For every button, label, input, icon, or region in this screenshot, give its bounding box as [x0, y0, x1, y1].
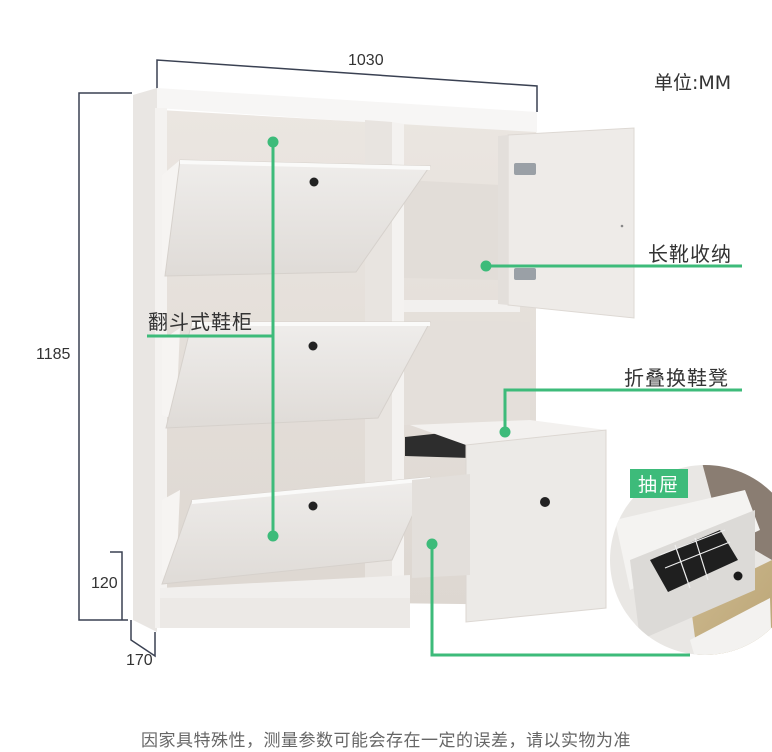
base-height-dimension-line	[110, 551, 123, 620]
callout-dots	[267, 136, 511, 550]
flip-drawer-middle	[162, 321, 431, 429]
depth-dimension: 170	[126, 652, 153, 669]
base-height-dimension: 120	[91, 575, 118, 592]
height-dimension: 1185	[36, 346, 71, 363]
height-dimension-line	[78, 92, 132, 621]
callout-lines	[147, 141, 742, 657]
folding-stool	[405, 420, 607, 623]
width-dimension: 1030	[348, 52, 384, 69]
boot-storage-label: 长靴收纳	[648, 242, 732, 266]
depth-dimension-line	[130, 620, 156, 658]
hinge-bottom	[514, 268, 536, 280]
callout-line-folding-stool	[503, 388, 742, 432]
drawer-badge: 抽屉	[630, 469, 689, 498]
callout-line-drawer	[430, 544, 690, 657]
unit-label: 单位:MM	[654, 72, 732, 94]
width-dimension-line	[156, 59, 538, 112]
footer-disclaimer: 因家具特殊性，测量参数可能会存在一定的误差，请以实物为准	[141, 731, 631, 751]
flip-drawer-top	[162, 159, 431, 277]
folding-stool-label: 折叠换鞋凳	[624, 366, 729, 390]
cabinet-door-open	[498, 127, 635, 319]
flip-drawer-bottom	[161, 476, 431, 585]
dimension-lines	[78, 59, 538, 658]
hinge-top	[514, 163, 536, 175]
flip-cabinet-label: 翻斗式鞋柜	[148, 310, 253, 334]
